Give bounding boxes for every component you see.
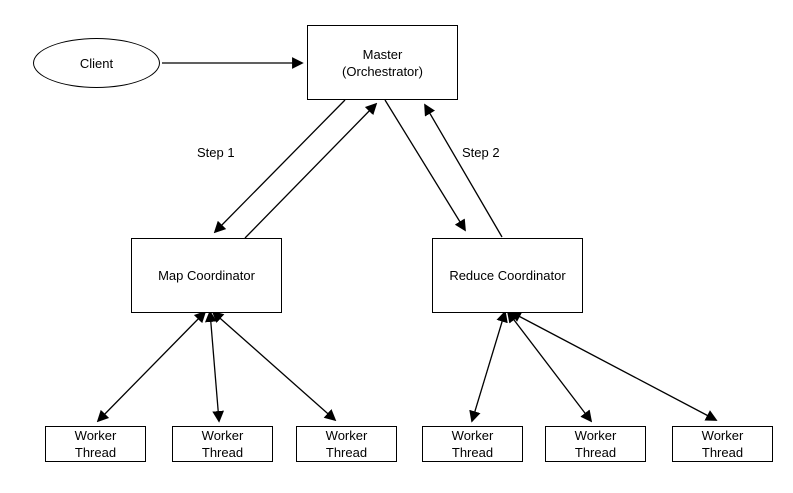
worker-label-line2: Thread [451,445,494,460]
edge-label-step1: Step 1 [197,145,235,160]
edge-master-to-reduce [384,99,466,232]
node-worker-thread-2: Worker Thread [172,426,273,462]
edge-map-worker-3 [211,310,337,422]
worker-label-line2: Thread [74,445,117,460]
worker-label-line2: Thread [325,445,368,460]
edge-master-to-map [213,99,346,234]
node-map-coordinator: Map Coordinator [131,238,282,313]
node-worker-thread-5: Worker Thread [545,426,646,462]
worker-label-line2: Thread [574,445,617,460]
worker-label-line1: Worker [451,428,494,443]
node-client-label: Client [79,55,114,71]
node-master: Master (Orchestrator) [307,25,458,100]
node-worker-thread-4: Worker Thread [422,426,523,462]
edge-map-to-master [244,102,378,239]
node-client: Client [33,38,160,88]
node-reduce-coordinator-label: Reduce Coordinator [449,268,566,283]
node-reduce-coordinator: Reduce Coordinator [432,238,583,313]
edge-map-worker-2 [204,310,225,423]
worker-label-line1: Worker [701,428,744,443]
edge-reduce-worker-6 [509,311,718,421]
worker-label-line2: Thread [201,445,244,460]
edge-reduce-worker-4 [469,310,508,423]
worker-label-line1: Worker [574,428,617,443]
worker-label-line1: Worker [74,428,117,443]
node-worker-thread-1: Worker Thread [45,426,146,462]
worker-label-line1: Worker [201,428,244,443]
edge-map-worker-1 [96,310,207,423]
edge-reduce-worker-5 [506,310,593,423]
worker-label-line1: Worker [325,428,368,443]
edge-label-step2: Step 2 [462,145,500,160]
node-master-label-line2: (Orchestrator) [342,63,423,79]
worker-label-line2: Thread [701,445,744,460]
node-worker-thread-3: Worker Thread [296,426,397,462]
node-worker-thread-6: Worker Thread [672,426,773,462]
edge-reduce-to-master [424,103,503,238]
node-master-label-line1: Master [362,46,403,62]
node-map-coordinator-label: Map Coordinator [158,268,255,283]
